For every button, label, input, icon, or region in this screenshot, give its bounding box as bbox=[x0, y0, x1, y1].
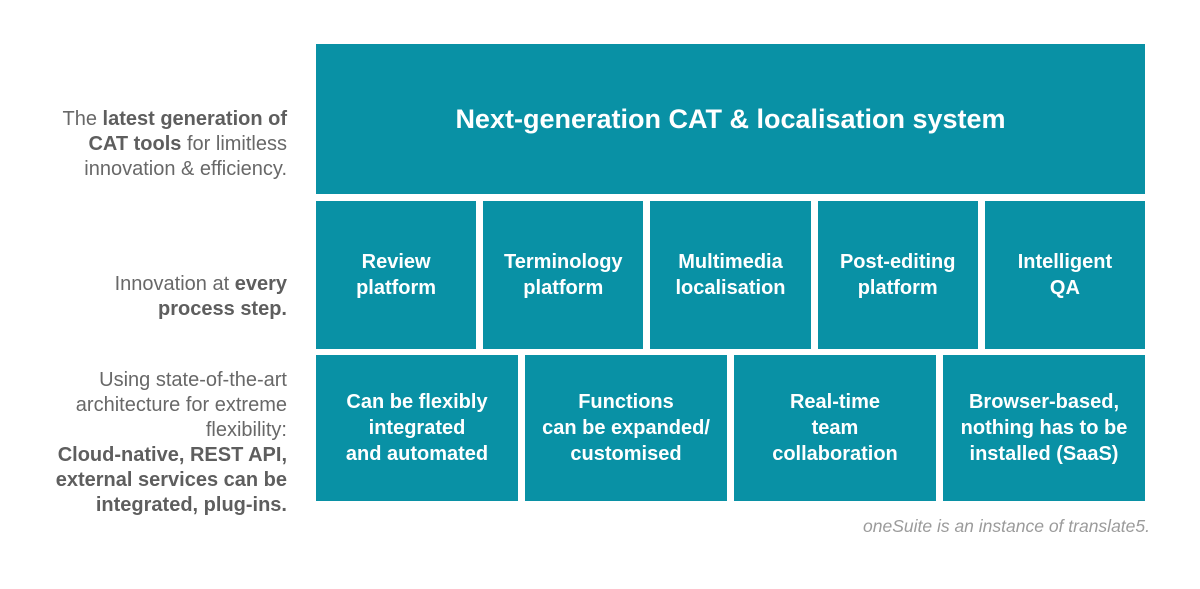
platform-box-label: Post-editing platform bbox=[839, 251, 956, 299]
feature-box-flexible-integration: Can be flexibly integrated and automated bbox=[316, 355, 518, 501]
platform-box-multimedia: Multimedia localisation bbox=[650, 201, 811, 349]
header-box-label: Next-generation CAT & localisation syste… bbox=[455, 103, 1006, 134]
platform-box-post-editing: Post-editing platform bbox=[817, 201, 978, 349]
note-text-segment-bold: Cloud-native, REST API, external service… bbox=[55, 444, 287, 516]
feature-box-label: Can be flexibly integrated and automated bbox=[345, 391, 489, 465]
platform-box-intelligent-qa: Intelligent QA bbox=[984, 201, 1146, 349]
feature-box-expandable-functions: Functions can be expanded/ customised bbox=[525, 355, 727, 501]
note-text-segment: for limitless innovation & efficiency. bbox=[84, 133, 287, 180]
note-text-segment-bold: every process step. bbox=[158, 273, 287, 320]
note-architecture: Using state-of-the-art architecture for … bbox=[15, 343, 287, 518]
feature-boxes-row: Can be flexibly integrated and automated… bbox=[316, 355, 1145, 501]
note-text-segment: The bbox=[62, 108, 103, 130]
platform-box-label: Multimedia localisation bbox=[675, 251, 786, 299]
platform-box-review: Review platform bbox=[316, 201, 477, 349]
feature-box-label: Real-time team collaboration bbox=[772, 391, 898, 465]
platform-box-terminology: Terminology platform bbox=[483, 201, 644, 349]
feature-box-label: Browser-based, nothing has to be install… bbox=[960, 391, 1128, 465]
platform-box-label: Intelligent QA bbox=[1017, 251, 1113, 299]
platform-boxes-row: Review platform Terminology platform Mul… bbox=[316, 201, 1146, 349]
feature-box-browser-based-saas: Browser-based, nothing has to be install… bbox=[943, 355, 1145, 501]
note-latest-generation: The latest generation of CAT tools for l… bbox=[15, 82, 287, 182]
note-text-segment: Using state-of-the-art architecture for … bbox=[75, 369, 287, 441]
platform-box-label: Terminology platform bbox=[504, 251, 623, 299]
note-text-segment: Innovation at bbox=[114, 273, 235, 295]
platform-box-label: Review platform bbox=[356, 251, 437, 299]
feature-box-label: Functions can be expanded/ customised bbox=[542, 391, 710, 465]
feature-box-realtime-collaboration: Real-time team collaboration bbox=[734, 355, 936, 501]
note-text-segment-bold: latest generation of CAT tools bbox=[88, 108, 287, 155]
header-box-next-generation-system: Next-generation CAT & localisation syste… bbox=[316, 44, 1145, 194]
note-innovation: Innovation at every process step. bbox=[15, 247, 287, 322]
footnote-onesuite-translate5: oneSuite is an instance of translate5. bbox=[863, 516, 1150, 536]
